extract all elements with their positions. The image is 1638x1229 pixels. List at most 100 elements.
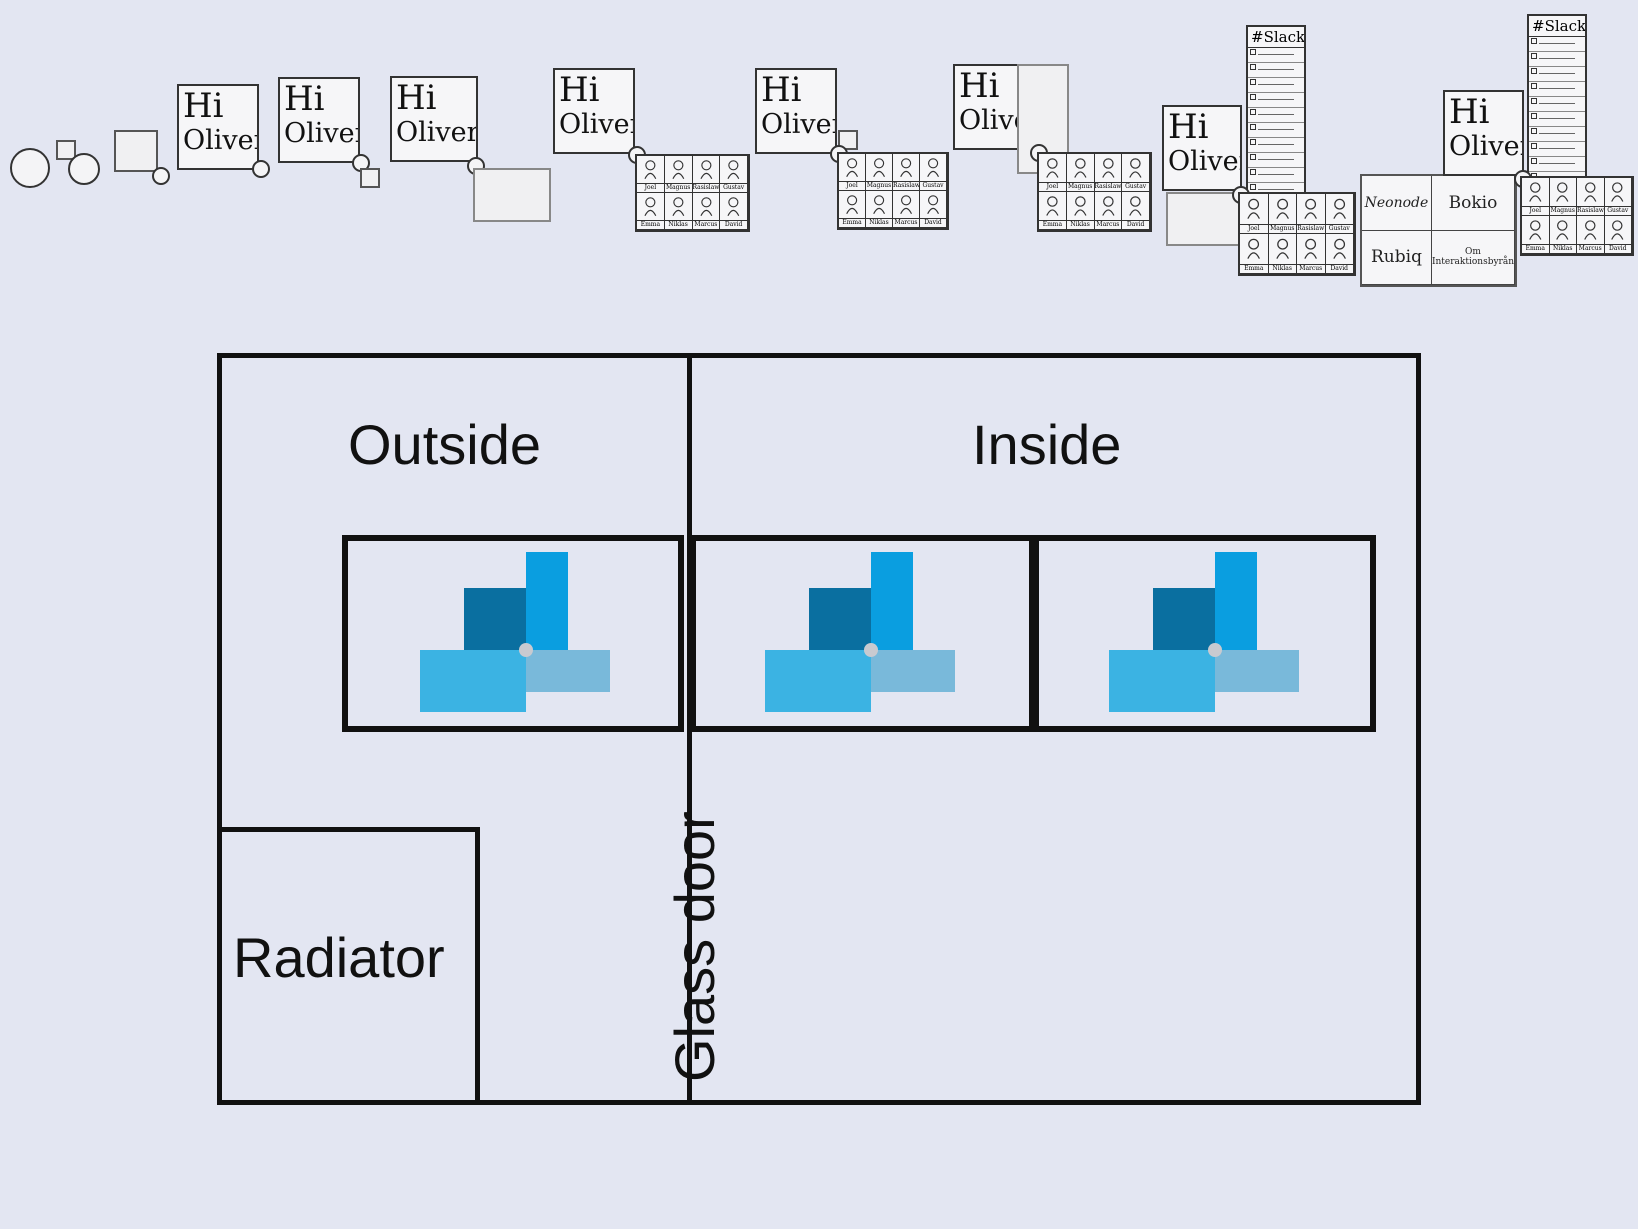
person-avatar xyxy=(1094,192,1123,221)
person-name: Gustav xyxy=(920,182,947,191)
person-avatar xyxy=(839,154,866,182)
greeting-card: Hi Oliver! xyxy=(1162,105,1242,191)
person-avatar xyxy=(866,154,893,182)
person-avatar xyxy=(720,156,748,184)
person-name: Magnus xyxy=(866,182,893,191)
person-name: Emma xyxy=(839,219,866,228)
slack-message-row xyxy=(1529,52,1585,67)
slack-message-row xyxy=(1248,108,1304,123)
slack-message-row xyxy=(1248,63,1304,78)
person-avatar xyxy=(1094,154,1123,183)
person-name: Niklas xyxy=(664,221,693,230)
person-name: Niklas xyxy=(1268,265,1297,274)
greeting-card: Hi Oliver! xyxy=(1443,90,1524,176)
slack-message-row xyxy=(1248,123,1304,138)
floor-plan-outline xyxy=(217,353,1421,1105)
person-avatar xyxy=(720,193,748,221)
person-avatar xyxy=(1122,192,1150,221)
person-avatar xyxy=(1522,216,1550,245)
person-avatar xyxy=(1325,194,1354,225)
person-name: Niklas xyxy=(866,219,893,228)
person-name: Rasislaw xyxy=(893,182,920,191)
person-name: Joel xyxy=(839,182,866,191)
person-name: David xyxy=(720,221,748,230)
person-avatar xyxy=(1066,154,1095,183)
logo-block-pale xyxy=(526,650,610,692)
person-avatar xyxy=(1549,216,1577,245)
person-avatar xyxy=(839,191,866,219)
square-shape xyxy=(360,168,380,188)
slack-message-row xyxy=(1529,112,1585,127)
person-name: David xyxy=(1604,245,1632,254)
person-avatar xyxy=(664,193,693,221)
logo-block-dark xyxy=(464,588,526,650)
person-avatar xyxy=(893,191,920,219)
person-avatar xyxy=(1549,178,1577,207)
person-avatar xyxy=(920,154,947,182)
person-name: Marcus xyxy=(1297,265,1326,274)
slack-title: #Slack xyxy=(1248,27,1304,48)
logo-dot xyxy=(519,643,533,657)
logo-block-pale xyxy=(871,650,955,692)
person-name: Rasislaw xyxy=(1577,207,1605,216)
person-name: Marcus xyxy=(1577,245,1605,254)
person-name: Emma xyxy=(1039,221,1067,230)
slack-message-row xyxy=(1529,37,1585,52)
person-name: Gustav xyxy=(1604,207,1632,216)
person-name: Gustav xyxy=(720,184,748,193)
logo-block-bright xyxy=(1215,552,1257,650)
person-avatar xyxy=(1240,234,1269,265)
greeting-text: Hi Oliver! xyxy=(284,79,358,150)
slack-message-list xyxy=(1248,48,1304,193)
greeting-card: Hi Oliver! xyxy=(390,76,478,162)
person-avatar xyxy=(866,191,893,219)
greeting-card: Hi Oliver! xyxy=(553,68,635,154)
person-name: Niklas xyxy=(1549,245,1577,254)
logo-block-light xyxy=(1109,650,1215,712)
slack-panel: #Slack xyxy=(1246,25,1306,195)
app-rubiq: Rubiq xyxy=(1362,230,1432,285)
greeting-card: Hi Oliver! xyxy=(755,68,837,154)
person-avatar xyxy=(1039,154,1067,183)
person-name: Niklas xyxy=(1066,221,1095,230)
app-grid: Neonode Bokio Rubiq Om Interaktionsbyrån xyxy=(1360,174,1517,287)
divider-wall xyxy=(687,353,692,1105)
person-avatar xyxy=(692,193,721,221)
person-avatar xyxy=(1522,178,1550,207)
app-neonode: Neonode xyxy=(1362,176,1432,231)
greeting-text: Hi Oliver! xyxy=(396,78,476,149)
inside-label: Inside xyxy=(972,413,1122,476)
person-name: Magnus xyxy=(1066,183,1095,192)
logo-block-dark xyxy=(1153,588,1215,650)
person-name: Emma xyxy=(637,221,665,230)
person-avatar xyxy=(920,191,947,219)
circle-shape xyxy=(68,153,100,185)
outside-label: Outside xyxy=(348,413,541,476)
person-name: David xyxy=(920,219,947,228)
person-name: Emma xyxy=(1522,245,1550,254)
person-avatar xyxy=(1122,154,1150,183)
slack-message-row xyxy=(1529,127,1585,142)
person-name: Marcus xyxy=(893,219,920,228)
glass-door-label: Glass door xyxy=(663,811,726,1082)
person-name: Marcus xyxy=(692,221,721,230)
person-avatar xyxy=(1604,216,1632,245)
app-bokio: Bokio xyxy=(1431,176,1515,231)
person-name: Rasislaw xyxy=(1094,183,1123,192)
square-shape xyxy=(114,130,158,172)
slack-message-row xyxy=(1248,153,1304,168)
person-name: David xyxy=(1325,265,1354,274)
person-avatar xyxy=(637,156,665,184)
logo-block-bright xyxy=(871,552,913,650)
slack-message-row xyxy=(1248,168,1304,183)
person-avatar xyxy=(1577,216,1605,245)
greeting-text: Hi Oliver! xyxy=(761,70,835,141)
person-avatar xyxy=(1297,234,1326,265)
slack-message-row xyxy=(1248,138,1304,153)
person-name: Joel xyxy=(1039,183,1067,192)
person-avatar xyxy=(1297,194,1326,225)
greeting-text: Hi Oliver! xyxy=(1449,92,1522,163)
